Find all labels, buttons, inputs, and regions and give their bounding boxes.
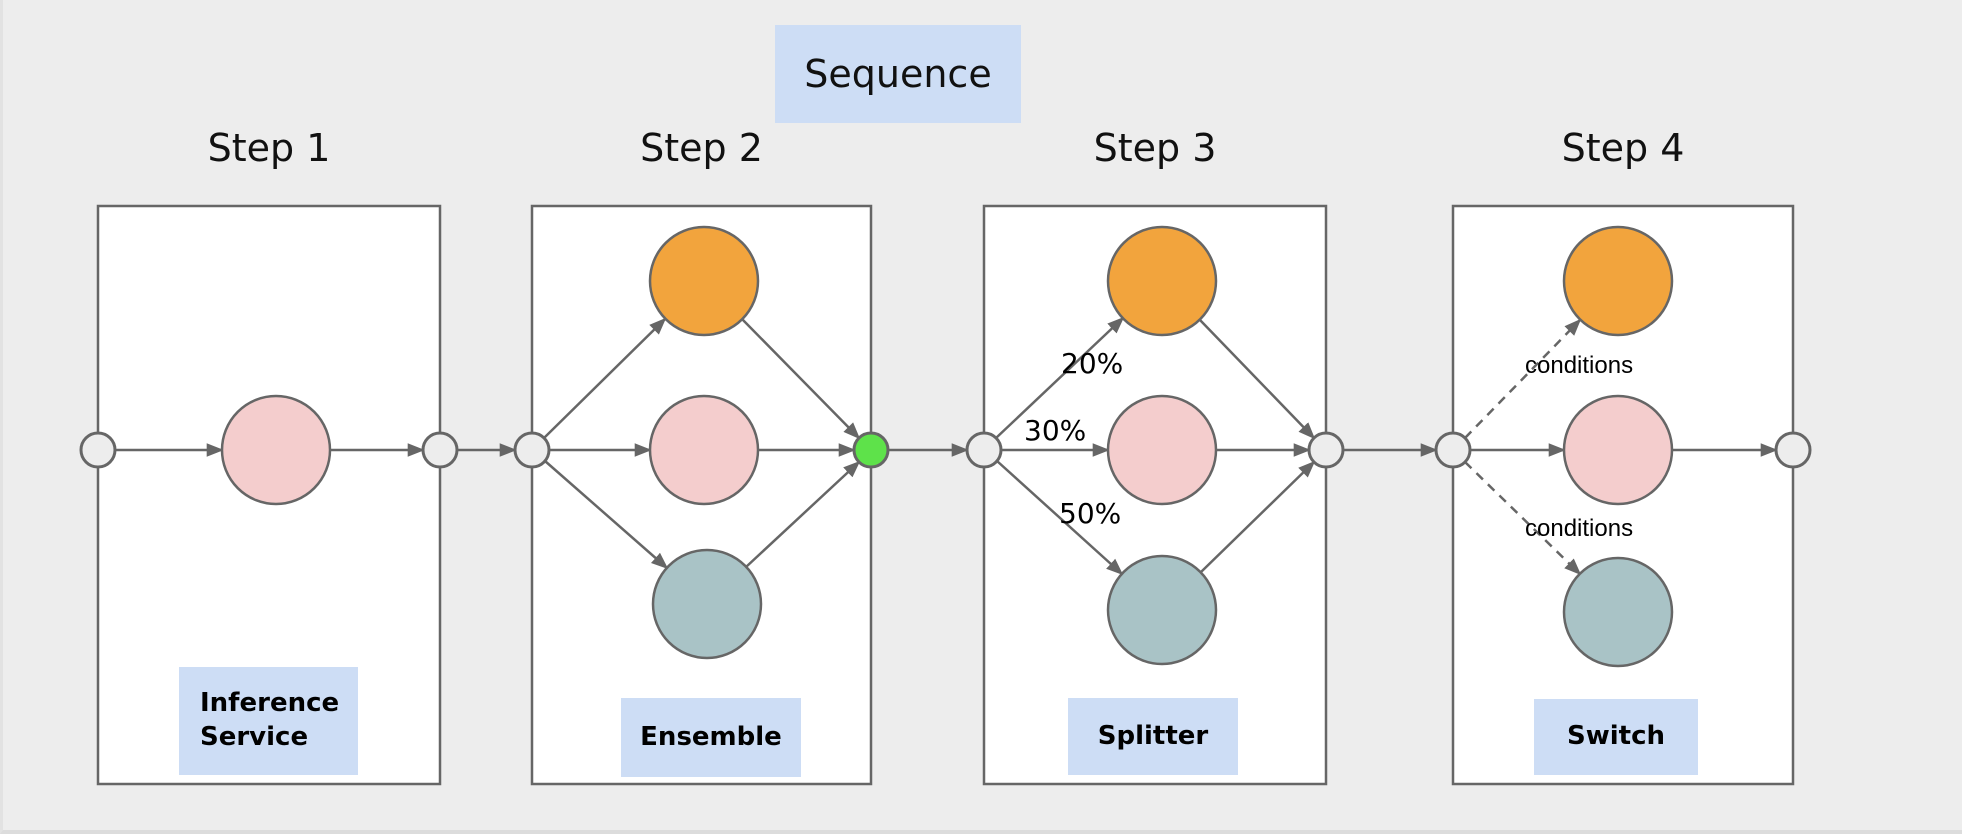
edge-step3-in-bottom [996,460,1124,576]
step4-model-node-orange [1562,225,1674,337]
step4-title: Step 4 [1561,126,1685,170]
edge-step3-out-top [1199,319,1316,440]
step4-in-port [1434,431,1472,469]
step2-model-node-pink [648,394,760,506]
step2-in-port [513,431,551,469]
step4-edge-label-conditions-bottom: conditions [1525,515,1634,542]
edge-step4-in-bottom-dashed [1464,461,1582,576]
step4-model-node-teal [1562,556,1674,668]
step2-label-ensemble: Ensemble [621,698,801,777]
edge-step2-in-top [543,317,667,439]
step3-label-splitter: Splitter [1068,698,1238,775]
step4-label-switch: Switch [1534,699,1698,775]
step3-edge-label-20: 20% [1061,347,1124,380]
step2-title: Step 2 [640,126,763,170]
step3-model-node-orange [1106,225,1218,337]
step1-model-node-pink [220,394,332,506]
step1-out-port [421,431,459,469]
step2-model-node-teal [651,548,763,660]
edge-step2-in-bottom [544,460,669,570]
step3-edge-label-50: 50% [1059,497,1122,530]
step3-out-port [1307,431,1345,469]
step2-join-port-green [852,431,890,469]
edge-step3-in-top [995,316,1125,439]
step2-model-node-orange [648,225,760,337]
step3-edge-label-30: 30% [1024,414,1087,447]
edge-step2-out-bottom [745,460,861,568]
step3-in-port [965,431,1003,469]
edge-step2-out-top [741,318,861,440]
sequence-title: Sequence [804,52,992,96]
step3-title: Step 3 [1093,126,1217,170]
step3-model-node-teal [1106,554,1218,666]
step4-edge-label-conditions-top: conditions [1525,352,1634,379]
step4-out-port [1774,431,1812,469]
edge-step4-in-top-dashed [1464,318,1582,439]
flow-diagram [79,204,1812,786]
edge-step3-out-bottom [1200,460,1316,573]
step1-title: Step 1 [207,126,331,170]
sequence-title-box: Sequence [775,25,1021,123]
step4-model-node-pink [1562,394,1674,506]
step3-model-node-pink [1106,394,1218,506]
step1-in-port [79,431,117,469]
step1-label-inference-service: Inference Service [179,667,358,775]
